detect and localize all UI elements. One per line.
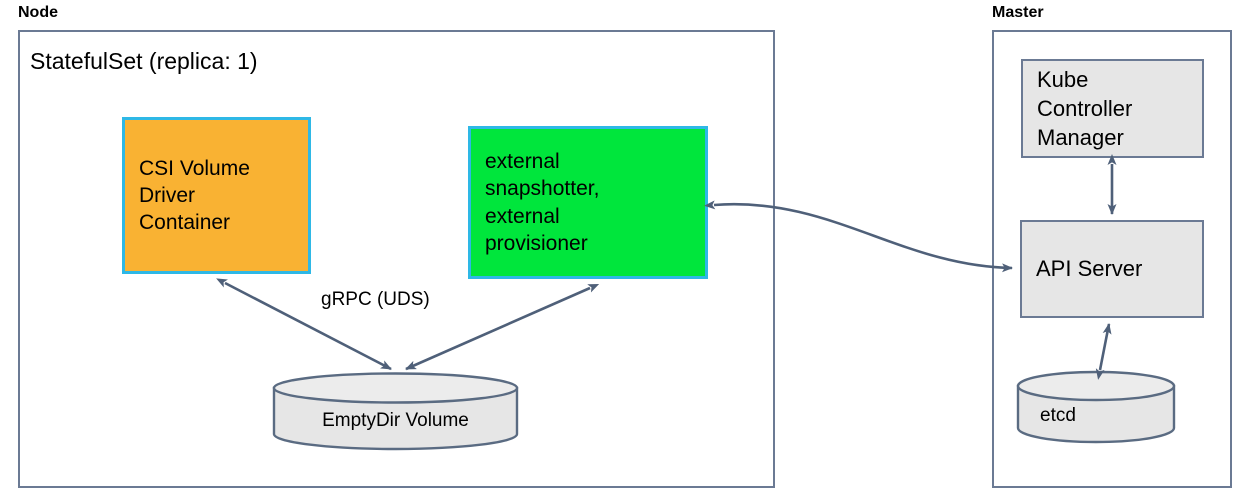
statefulset-label: StatefulSet (replica: 1) xyxy=(30,48,258,74)
api-server-label: API Server xyxy=(1036,256,1143,282)
api-server-box[interactable]: API Server xyxy=(1020,220,1204,318)
kube-controller-manager-label: Kube Controller Manager xyxy=(1037,66,1133,151)
master-panel-title: Master xyxy=(992,4,1044,21)
kube-controller-manager-box[interactable]: Kube Controller Manager xyxy=(1021,59,1204,158)
etcd-cylinder[interactable]: etcd xyxy=(1016,370,1176,448)
etcd-label: etcd xyxy=(1040,405,1076,426)
external-sidecars-label: external snapshotter, external provision… xyxy=(485,149,600,255)
emptydir-volume-label: EmptyDir Volume xyxy=(322,410,469,431)
csi-volume-driver-container-box[interactable]: CSI Volume Driver Container xyxy=(122,117,311,274)
emptydir-volume-cylinder[interactable]: EmptyDir Volume xyxy=(272,372,519,452)
external-sidecars-box[interactable]: external snapshotter, external provision… xyxy=(468,126,708,279)
node-panel-title: Node xyxy=(18,4,58,21)
grpc-uds-edge-label: gRPC (UDS) xyxy=(321,289,430,310)
csi-volume-driver-container-label: CSI Volume Driver Container xyxy=(139,156,250,235)
